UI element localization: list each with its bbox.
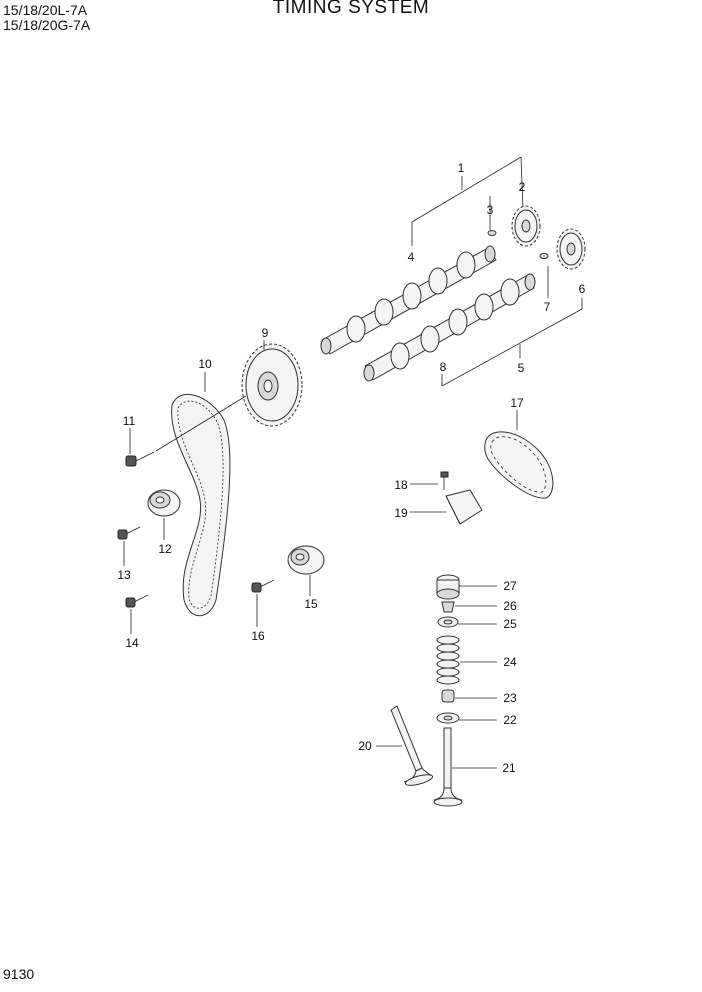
callout-18: 18 [394,478,408,492]
callout-1: 1 [458,161,465,175]
tappet [436,574,460,600]
idler-pulley [287,545,325,575]
model-number-primary: 15/18/20L-7A [3,2,88,18]
chain-guide [445,489,483,525]
callout-bracket-5 [441,266,583,387]
bolt-13 [117,526,141,540]
callout-20: 20 [358,739,372,753]
callout-15: 15 [304,597,318,611]
callout-8: 8 [440,360,447,374]
callout-16: 16 [251,629,265,643]
bolt-18 [440,471,449,490]
sprocket-lower [556,228,586,270]
spring-seat [436,712,460,724]
callout-12: 12 [158,542,172,556]
callout-17: 17 [510,396,524,410]
bolt-14 [125,594,149,608]
camshaft-upper [320,245,497,355]
callout-2: 2 [519,180,526,194]
bolt-16 [251,579,275,593]
callout-21: 21 [502,761,516,775]
callout-25: 25 [503,617,517,631]
valve-seal [441,689,455,703]
callout-24: 24 [503,655,517,669]
callout-22: 22 [503,713,517,727]
callout-26: 26 [503,599,517,613]
callout-bracket-1 [411,156,524,246]
callout-23: 23 [503,691,517,705]
callout-3: 3 [487,203,494,217]
callout-13: 13 [117,568,131,582]
valve-spring [436,635,460,685]
page-title: TIMING SYSTEM [272,0,430,18]
callout-27: 27 [503,579,517,593]
key-lower [539,253,549,259]
callout-19: 19 [394,506,408,520]
callout-14: 14 [125,636,139,650]
valve-cotter [441,601,455,613]
timing-pulley [241,343,303,427]
callout-4: 4 [408,250,415,264]
tensioner [147,489,181,517]
sprocket-upper [511,205,541,247]
model-number-secondary: 15/18/20G-7A [3,17,91,33]
intake-valve [390,705,434,786]
callout-6: 6 [579,282,586,296]
callout-11: 11 [123,414,136,428]
bolt-11 [125,451,155,467]
page-number: 9130 [3,966,35,982]
key-upper [487,230,497,236]
spring-retainer [437,616,459,628]
callout-10: 10 [198,357,212,371]
callout-5: 5 [518,361,525,375]
camshaft-lower [363,273,536,382]
callout-9: 9 [262,326,269,340]
callout-7: 7 [544,300,551,314]
chain [484,431,554,499]
exhaust-valve [433,727,463,807]
timing-belt [171,393,231,617]
